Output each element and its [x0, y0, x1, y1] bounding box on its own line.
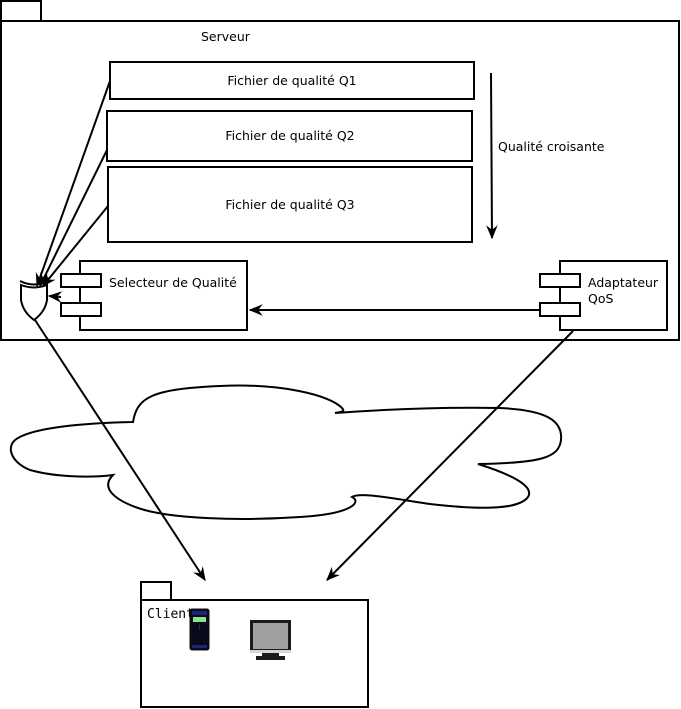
network-cloud	[9, 384, 563, 520]
quality-file-q3-label: Fichier de qualité Q3	[225, 197, 354, 212]
selector-to-gate-arrow	[47, 291, 63, 303]
q2-to-gate-arrow	[39, 149, 108, 288]
server-package-tab	[0, 0, 42, 22]
quality-file-q2-label: Fichier de qualité Q2	[225, 128, 354, 143]
server-label: Serveur	[201, 29, 251, 44]
quality-selector-port-top	[60, 273, 102, 288]
quality-file-q1-box	[109, 61, 475, 100]
quality-increasing-label: Qualité croisante	[498, 139, 605, 154]
quality-selector-port-bottom	[60, 302, 102, 317]
quality-file-q1-label: Fichier de qualité Q1	[227, 73, 356, 88]
server-tower-icon	[189, 608, 210, 651]
quality-file-q3-box	[107, 166, 473, 243]
client-label: Client	[147, 607, 194, 622]
qos-adapter-port-bottom	[539, 302, 581, 317]
gate-to-client-arrow	[34, 319, 206, 581]
q1-to-gate-arrow	[35, 80, 111, 288]
qos-adapter-port-top	[539, 273, 581, 288]
monitor-icon	[250, 620, 291, 660]
quality-file-q1[interactable]: Fichier de qualité Q1	[109, 61, 475, 100]
q3-to-gate-arrow	[42, 205, 109, 287]
quality-file-q2-box	[106, 110, 473, 162]
quality-increasing-arrow	[486, 72, 498, 240]
client-package-tab	[140, 581, 172, 601]
qos-adapter-label-line2: QoS	[588, 291, 613, 306]
client-package-body	[140, 599, 369, 708]
qos-adapter-box	[559, 260, 668, 331]
qos-adapter-component[interactable]: Adaptateur QoS	[539, 260, 668, 331]
quality-selector-component[interactable]: Selecteur de Qualité	[60, 260, 248, 331]
client-package[interactable]: Client	[140, 581, 369, 708]
qos-adapter-label-line1: Adaptateur	[588, 275, 659, 290]
quality-file-q3[interactable]: Fichier de qualité Q3	[107, 166, 473, 243]
quality-file-q2[interactable]: Fichier de qualité Q2	[106, 110, 473, 162]
quality-selector-box	[79, 260, 248, 331]
quality-selector-label: Selecteur de Qualité	[109, 275, 237, 290]
adapter-to-client-arrow	[326, 330, 574, 581]
